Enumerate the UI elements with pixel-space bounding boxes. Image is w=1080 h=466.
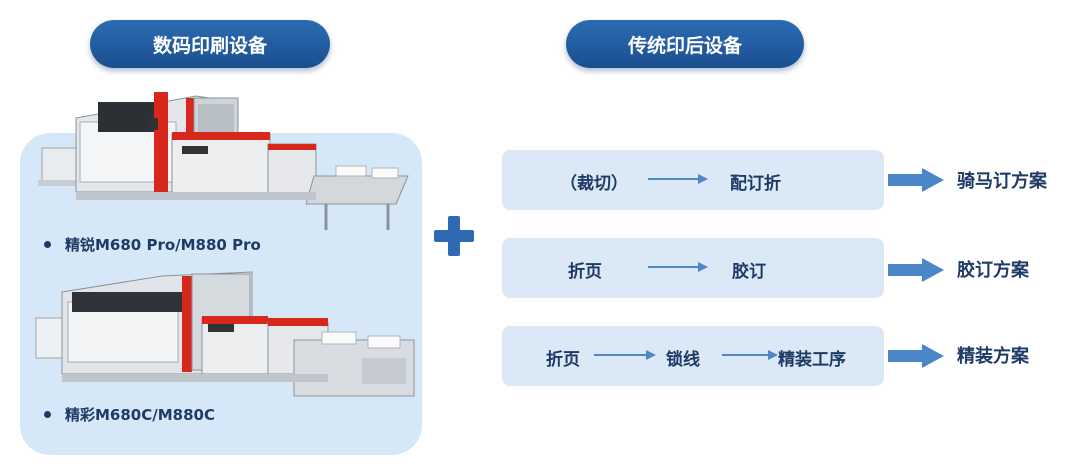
machine-label-m680-pro: 精锐M680 Pro/M880 Pro xyxy=(44,234,261,255)
block-arrow-icon xyxy=(888,344,944,368)
result-perfect-binding: 胶订方案 xyxy=(957,260,1029,281)
thin-arrow-icon xyxy=(648,262,708,272)
flow-step: 胶订 xyxy=(732,262,766,282)
plus-icon xyxy=(434,216,474,256)
flow-step: 配订折 xyxy=(730,174,781,194)
result-hardcover: 精装方案 xyxy=(957,346,1029,367)
machine-image-m680c xyxy=(35,271,415,397)
right-header: 传统印后设备 xyxy=(566,20,804,68)
machine-label-text: 精锐M680 Pro/M880 Pro xyxy=(65,236,261,254)
bullet-dot xyxy=(44,241,51,248)
block-arrow-icon xyxy=(888,258,944,282)
thin-arrow-icon xyxy=(722,350,778,360)
flow-step: （裁切） xyxy=(560,174,628,194)
flow-step: 精装工序 xyxy=(778,350,846,370)
machine-image-m680-pro xyxy=(38,92,409,230)
thin-arrow-icon xyxy=(648,174,708,184)
thin-arrow-icon xyxy=(594,350,656,360)
machine-label-m680c: 精彩M680C/M880C xyxy=(44,404,215,425)
flow-saddle-stitch: （裁切） 配订折 xyxy=(502,150,884,210)
flow-step: 锁线 xyxy=(666,350,700,370)
bullet-dot xyxy=(44,411,51,418)
result-saddle-stitch: 骑马订方案 xyxy=(957,171,1047,192)
flow-step: 折页 xyxy=(546,350,580,370)
flow-perfect-binding: 折页 胶订 xyxy=(502,238,884,298)
flow-hardcover: 折页 锁线 精装工序 xyxy=(502,326,884,386)
block-arrow-icon xyxy=(888,168,944,192)
flow-step: 折页 xyxy=(568,262,602,282)
machine-label-text: 精彩M680C/M880C xyxy=(65,406,215,424)
left-header: 数码印刷设备 xyxy=(90,20,330,68)
